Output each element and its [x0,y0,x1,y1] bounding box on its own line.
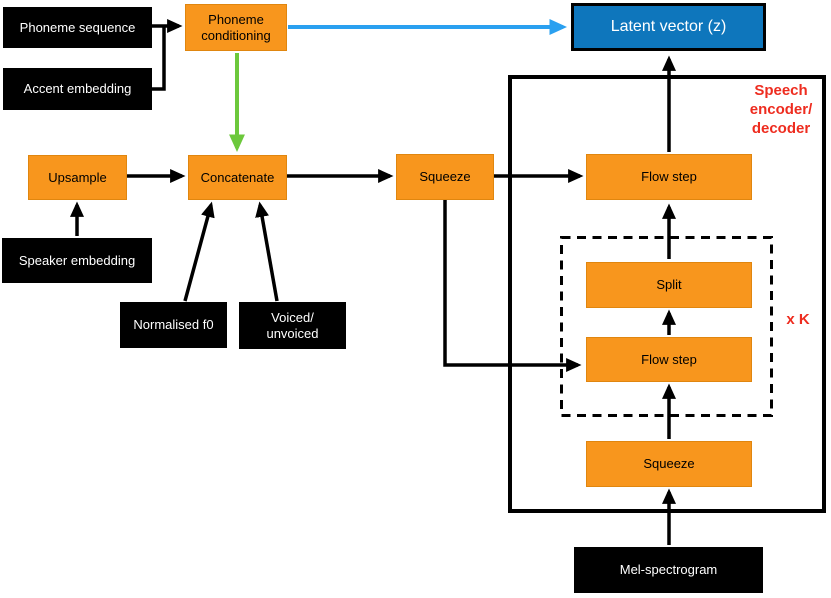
arrow-inputs-to-phoneme-conditioning [152,26,179,91]
speaker-embedding-box: Speaker embedding [2,238,152,283]
normalised-f0-box: Normalised f0 [120,302,227,348]
squeeze-bottom-box: Squeeze [586,441,752,487]
phoneme-sequence-box: Phoneme sequence [3,7,152,48]
arrow-normalised-f0-to-concatenate [183,201,215,302]
speech-encoder-decoder-label: Speech encoder/ decoder [749,82,813,137]
voiced-unvoiced-box: Voiced/ unvoiced [239,302,346,349]
split-box: Split [586,262,752,308]
concatenate-box: Concatenate [188,155,287,200]
upsample-box: Upsample [28,155,127,200]
latent-vector-box: Latent vector (z) [571,3,766,51]
arrow-voiced-unvoiced-to-concatenate [255,201,279,302]
arrow-squeeze-to-flow-step-inner [443,200,582,372]
squeeze-left-box: Squeeze [396,154,494,200]
repeat-count-label: x K [786,311,810,328]
flow-step-top-box: Flow step [586,154,752,200]
accent-embedding-box: Accent embedding [3,68,152,110]
mel-spectrogram-box: Mel-spectrogram [574,547,763,593]
flow-step-inner-box: Flow step [586,337,752,382]
phoneme-conditioning-box: Phoneme conditioning [185,4,287,51]
